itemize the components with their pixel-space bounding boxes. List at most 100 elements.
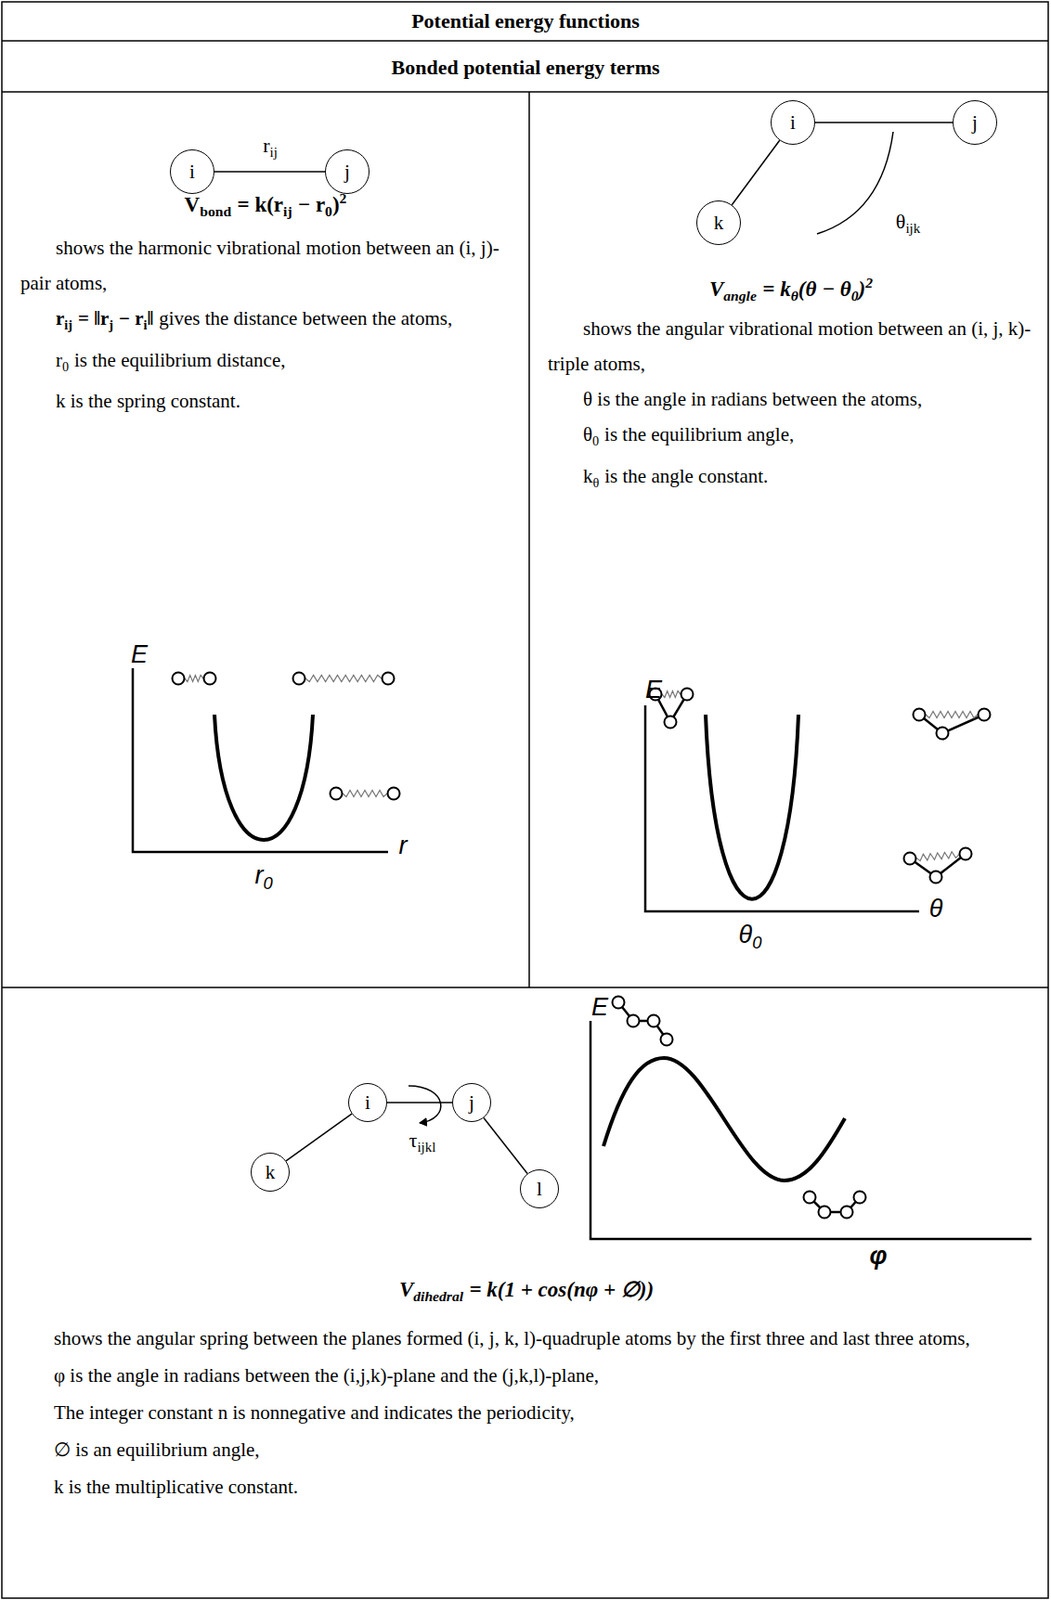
description-paragraph: k is the multiplicative constant.: [18, 1468, 1036, 1506]
description-paragraph: θ0is the equilibrium angle,: [547, 416, 1040, 459]
bond-line: [387, 1102, 453, 1104]
text-run: V: [399, 1278, 414, 1302]
section-header: Bonded potential energy terms: [390, 55, 660, 80]
atom-icon: [661, 1034, 674, 1047]
text-run: = ‖r: [77, 307, 109, 330]
text-run: is the equilibrium distance,: [74, 349, 286, 372]
text-run: θ: [593, 474, 600, 490]
atom-circle: i: [169, 149, 215, 195]
text-run: 0: [324, 203, 333, 220]
description-text: shows the angular spring between the pla…: [18, 1320, 1036, 1506]
text-run: ijk: [905, 220, 921, 236]
description-text: shows the harmonic vibrational motion be…: [20, 230, 519, 419]
text-run: − r: [298, 193, 325, 217]
spring: [661, 691, 681, 699]
atom-icon: [854, 1192, 867, 1205]
axis-label: E: [645, 675, 662, 705]
spring: [925, 712, 978, 719]
text-run: ‖: [146, 307, 154, 330]
text-run: ijkl: [416, 1140, 436, 1155]
text-run: φ: [869, 1242, 888, 1271]
atom-label: i: [189, 160, 195, 184]
text-run: θ: [929, 895, 944, 923]
text-run: 2: [865, 274, 873, 291]
axis-label: E: [130, 640, 148, 670]
text-run: shows the angular vibrational motion bet…: [547, 317, 1031, 376]
atom-label: j: [344, 160, 351, 184]
atom-icon: [648, 1015, 661, 1028]
text-run: E: [130, 640, 148, 669]
spring: [305, 675, 382, 683]
text-run: The integer constant n is nonnegative an…: [53, 1401, 575, 1425]
atom-icon: [936, 727, 949, 740]
axis-label: θ: [929, 895, 944, 924]
axis-label: θ0: [739, 921, 763, 954]
text-run: = k(r: [237, 193, 285, 217]
atom-label: k: [265, 1161, 276, 1185]
atom-circle: k: [250, 1153, 290, 1193]
text-run: θ: [739, 921, 753, 949]
atom-icon: [612, 997, 625, 1010]
atom-circle: j: [324, 149, 370, 195]
atom-icon: [913, 709, 926, 722]
atom-icon: [330, 788, 343, 801]
atom-icon: [960, 848, 973, 861]
molecule-icons: [172, 673, 991, 1220]
atom-circle: i: [770, 100, 816, 145]
atom-icon: [681, 688, 694, 701]
bond-line: [483, 1118, 528, 1175]
text-run: Bonded potential energy terms: [390, 55, 660, 79]
distance-label: rij: [262, 133, 278, 161]
table-header: Potential energy functions: [411, 9, 640, 34]
text-run: E: [591, 993, 609, 1022]
text-run: ∅ is an equilibrium angle,: [53, 1439, 260, 1462]
text-run: ij: [283, 203, 293, 220]
atom-label: l: [536, 1178, 543, 1202]
atom-circle: i: [348, 1083, 388, 1123]
text-run: Potential energy functions: [411, 9, 640, 33]
description-paragraph: The integer constant n is nonnegative an…: [18, 1394, 1036, 1432]
text-run: dihedral: [413, 1288, 464, 1305]
axis-label: r: [399, 831, 408, 861]
angle-label: θijk: [895, 209, 921, 237]
text-run: = k(1 + cos(nφ + ∅)): [469, 1278, 655, 1302]
text-run: ij: [270, 144, 278, 160]
axis-label: r0: [254, 861, 273, 895]
text-run: i: [142, 317, 147, 333]
atom-circle: k: [696, 200, 741, 246]
text-run: is the angle constant.: [604, 465, 768, 488]
text-run: k is the multiplicative constant.: [53, 1476, 299, 1499]
spring: [916, 852, 960, 862]
text-run: ): [858, 277, 867, 301]
description-paragraph: r0is the equilibrium distance,: [20, 342, 519, 385]
axis-label: E: [591, 993, 609, 1023]
bond-line: [815, 121, 953, 124]
atom-label: i: [364, 1091, 371, 1116]
text-run: j: [108, 317, 114, 333]
atom-icon: [664, 716, 677, 729]
description-paragraph: kθis the angle constant.: [547, 458, 1040, 501]
text-run: θ is the angle in radians between the at…: [583, 388, 922, 411]
plot-axes: [132, 668, 1032, 1240]
text-run: ij: [64, 317, 73, 333]
text-run: (θ − θ: [798, 277, 852, 301]
description-paragraph: ∅ is an equilibrium angle,: [18, 1431, 1036, 1469]
text-run: 0: [851, 287, 859, 304]
atom-icon: [930, 871, 943, 884]
text-run: r: [55, 307, 65, 330]
energy-curves: [214, 714, 845, 1181]
text-run: is the equilibrium angle,: [604, 423, 794, 446]
text-run: r: [262, 133, 270, 157]
description-paragraph: k is the spring constant.: [20, 383, 519, 419]
text-run: − r: [118, 307, 144, 330]
text-run: 0: [752, 933, 762, 953]
spring: [184, 675, 204, 683]
text-run: E: [645, 675, 662, 704]
atom-icon: [204, 673, 217, 686]
text-run: = k: [762, 277, 791, 301]
text-run: r: [399, 831, 408, 860]
atom-icon: [804, 1192, 817, 1205]
atom-icon: [627, 1015, 640, 1028]
